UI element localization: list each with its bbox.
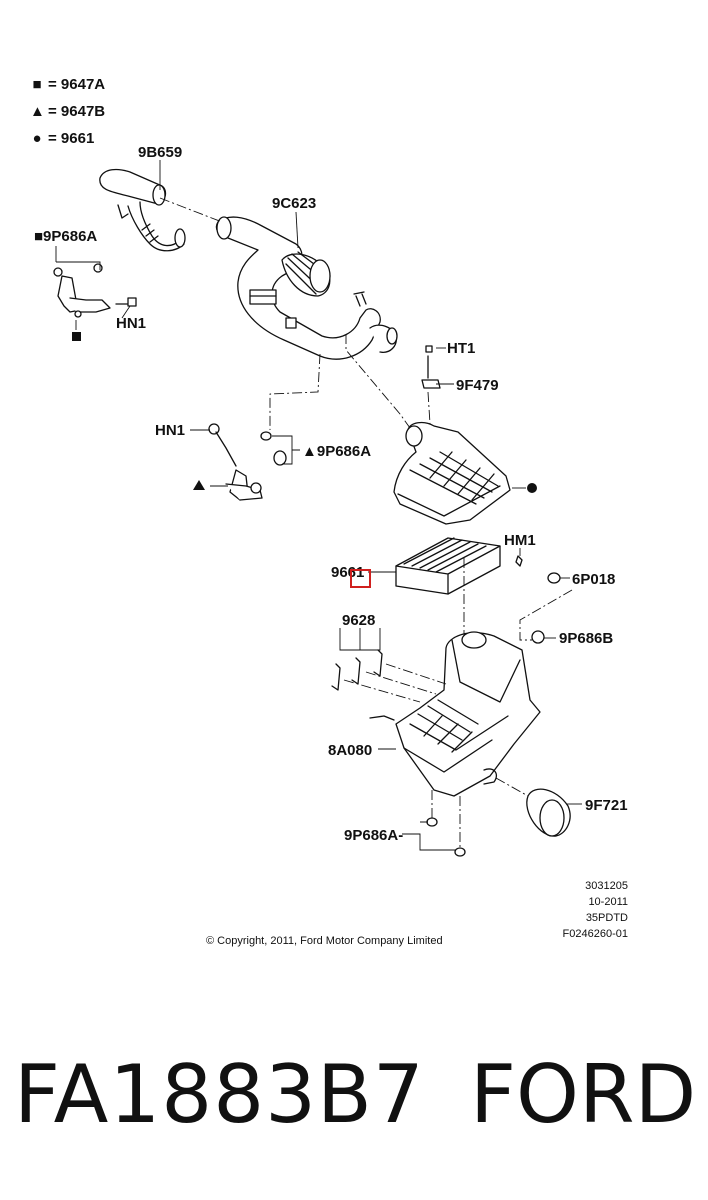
callout-9p686a-mid: ▲9P686A xyxy=(302,443,372,460)
part-number-caption: FA1883B7 xyxy=(14,1048,425,1141)
square-marker-icon xyxy=(72,332,81,341)
circle-symbol-icon: ● xyxy=(32,130,42,147)
callout-hn1-mid: HN1 xyxy=(155,422,186,439)
reference-line-4: F0246260-01 xyxy=(562,928,628,940)
callout-6p018: 6P018 xyxy=(572,571,616,588)
reference-line-2: 10-2011 xyxy=(588,896,628,908)
bracket-mid-left-part xyxy=(208,423,287,501)
legend-text: = 9647A xyxy=(48,76,106,93)
callout-9b659: 9B659 xyxy=(138,144,183,161)
callout-9p686a-bottom: 9P686A- xyxy=(344,827,404,844)
outlet-tube-part xyxy=(526,788,571,837)
highlight-box xyxy=(350,569,371,588)
callout-9f479: 9F479 xyxy=(456,377,499,394)
legend-item-9647a: ■ = 9647A xyxy=(30,77,105,92)
callout-hm1: HM1 xyxy=(504,532,536,549)
sensor-part xyxy=(421,345,441,389)
air-intake-exploded-diagram xyxy=(53,160,582,857)
callout-9661: 9661 xyxy=(331,564,365,581)
square-symbol-icon: ■ xyxy=(32,76,42,93)
callout-9628: 9628 xyxy=(342,612,376,629)
callout-9c623: 9C623 xyxy=(272,195,317,212)
callout-9p686b: 9P686B xyxy=(559,630,614,647)
air-filter-element-part xyxy=(395,537,501,595)
reference-line-1: 3031205 xyxy=(585,880,628,892)
callout-8a080: 8A080 xyxy=(328,742,373,759)
legend-text: = 9661 xyxy=(48,130,95,147)
lower-air-box-part xyxy=(369,631,541,797)
circle-marker-icon xyxy=(527,483,537,493)
fasteners-part xyxy=(515,555,561,644)
main-air-duct-part xyxy=(215,216,398,360)
legend-item-9661: ● = 9661 xyxy=(30,131,94,146)
reference-line-3: 35PDTD xyxy=(585,912,628,924)
legend-item-9647b: ▲= 9647B xyxy=(30,104,105,119)
callout-9p686a-top: ■9P686A xyxy=(34,228,98,245)
callout-hn1-top: HN1 xyxy=(116,315,147,332)
copyright-notice: © Copyright, 2011, Ford Motor Company Li… xyxy=(206,935,443,947)
triangle-marker-icon xyxy=(193,480,205,490)
bracket-top-left-part xyxy=(53,263,137,318)
triangle-symbol-icon: ▲ xyxy=(30,103,45,120)
legend-text: = 9647B xyxy=(48,103,106,120)
callout-9f721: 9F721 xyxy=(585,797,628,814)
spring-clips-part xyxy=(331,649,383,691)
resonator-duct-part xyxy=(99,168,186,252)
brand-caption: FORD xyxy=(470,1048,697,1141)
air-box-lid-part xyxy=(393,421,511,525)
callout-ht1: HT1 xyxy=(447,340,476,357)
